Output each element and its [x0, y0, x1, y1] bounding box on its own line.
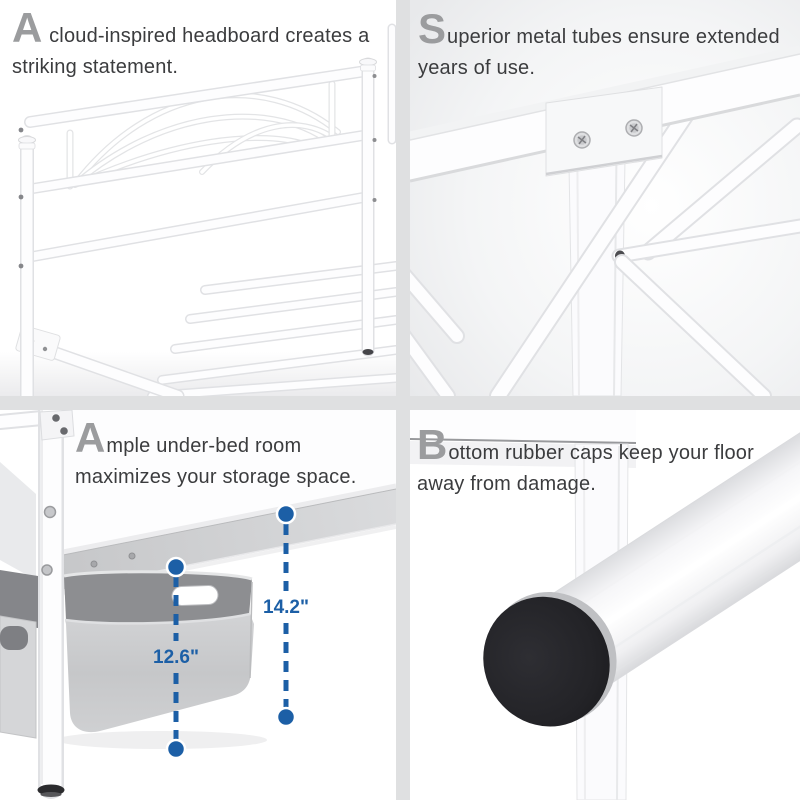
caption-line2: years of use.	[418, 57, 536, 79]
caption-line1: uperior metal tubes ensure extended	[447, 26, 780, 48]
measure-dot	[165, 556, 187, 578]
mounting-bracket	[545, 86, 663, 177]
dropcap-letter: A	[75, 414, 106, 461]
feature-caption-headboard: A cloud-inspired headboard creates a stri…	[12, 7, 370, 83]
measurement-basket-height: 12.6"	[153, 556, 199, 760]
basket-handle-hole	[171, 585, 219, 606]
left-post	[18, 127, 36, 396]
feature-caption-metal-tubes: Superior metal tubes ensure extended year…	[418, 8, 780, 84]
feature-panel-metal-tubes: Superior metal tubes ensure extended year…	[410, 0, 800, 396]
under-bed-photo: 12.6" 14.2"	[0, 410, 396, 800]
headboard-rails	[24, 65, 372, 263]
caption-line1: ottom rubber caps keep your floor	[448, 442, 754, 464]
feature-caption-storage: Ample under-bed room maximizes your stora…	[75, 417, 357, 493]
caption-line2: away from damage.	[417, 473, 597, 495]
headboard-photo	[0, 0, 396, 396]
feature-panel-rubber-caps: Bottom rubber caps keep your floor away f…	[410, 410, 800, 800]
screw-icon	[573, 131, 591, 149]
rear-slat-tube	[639, 117, 800, 261]
dropcap-letter: S	[418, 5, 447, 52]
bed-leg	[37, 410, 75, 799]
measure-dot	[165, 738, 187, 760]
rubber-cap	[483, 591, 617, 727]
rubber-cap-photo	[410, 410, 800, 800]
bolt-icon	[41, 564, 53, 576]
caption-line2: striking statement.	[12, 56, 179, 78]
measure-label-basket: 12.6"	[153, 647, 199, 668]
dropcap-letter: B	[417, 421, 448, 468]
caption-line1: mple under-bed room	[106, 435, 302, 457]
feature-panel-storage: 12.6" 14.2" Ample under-bed room maximize…	[0, 410, 396, 800]
bolt-icon	[43, 505, 57, 519]
measure-dot	[275, 706, 297, 728]
right-post	[359, 57, 377, 357]
feature-panel-headboard: A cloud-inspired headboard creates a stri…	[0, 0, 396, 396]
measure-label-clearance: 14.2"	[263, 597, 309, 618]
measurement-clearance-height: 14.2"	[263, 503, 309, 728]
caption-line1: cloud-inspired headboard creates a	[43, 25, 370, 47]
slat-rung-tube	[410, 218, 800, 396]
panel-divider-horizontal	[0, 396, 800, 410]
feature-caption-rubber-caps: Bottom rubber caps keep your floor away f…	[417, 424, 754, 500]
cap-face	[483, 596, 610, 727]
screw-icon	[625, 119, 643, 137]
cloud-arc-design	[66, 80, 341, 190]
dropcap-letter: A	[12, 4, 43, 51]
caption-line2: maximizes your storage space.	[75, 466, 357, 488]
storage-basket	[57, 570, 267, 749]
frame-joint-photo	[410, 0, 800, 396]
left-storage-bin	[0, 570, 38, 739]
measure-dot	[275, 503, 297, 525]
